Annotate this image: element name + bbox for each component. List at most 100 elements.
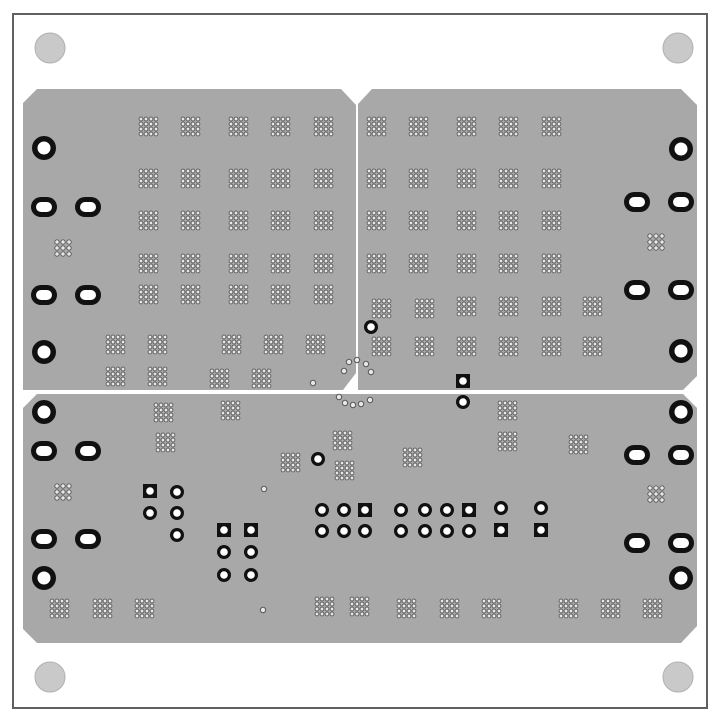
via-icon [230,405,236,411]
via-icon [261,373,267,379]
via-icon [243,131,249,137]
via-icon [270,289,276,295]
via-icon [318,173,324,179]
via-icon [546,336,552,342]
via-icon [513,268,519,274]
via-icon [556,301,562,307]
via-icon [66,489,72,495]
via-icon [371,173,377,179]
via-icon [168,417,174,423]
via-icon [413,173,419,179]
via-icon [429,298,435,304]
round-pad-icon [32,340,56,364]
via-icon [513,306,519,312]
via-icon [313,183,319,189]
via-icon [546,116,552,122]
via-icon [556,126,562,132]
via-icon [120,344,126,350]
via-icon [461,263,467,269]
via-icon [285,263,291,269]
via-icon [498,210,504,216]
via-icon [466,306,472,312]
via-icon [285,215,291,221]
via-icon [152,339,158,345]
via-icon [456,121,462,127]
via-icon [228,116,234,122]
via-icon [209,383,215,389]
via-icon [381,225,387,231]
via-icon [332,445,338,451]
via-icon [551,346,557,352]
via-icon [386,308,392,314]
round-pad-icon [358,524,372,538]
via-icon [381,121,387,127]
via-icon [329,606,335,612]
via-icon [345,358,353,366]
via-array [180,168,201,189]
via-array [138,284,159,305]
via-icon [66,495,72,501]
via-array [456,253,477,274]
via-icon [513,173,519,179]
via-icon [513,210,519,216]
via-icon [456,336,462,342]
via-icon [285,116,291,122]
via-icon [143,168,149,174]
via-icon [582,301,588,307]
via-icon [195,268,201,274]
via-icon [508,263,514,269]
via-icon [270,299,276,305]
via-icon [414,303,420,309]
via-icon [408,173,414,179]
via-icon [366,263,372,269]
via-icon [238,258,244,264]
via-icon [546,183,552,189]
via-icon [243,268,249,274]
via-icon [148,220,154,226]
via-icon [139,613,145,619]
via-icon [153,126,159,132]
via-array [49,598,70,619]
via-icon [508,268,514,274]
square-pad-icon [456,374,470,388]
via-icon [233,294,239,300]
via-icon [456,178,462,184]
via-icon [456,131,462,137]
via-icon [359,601,365,607]
via-icon [558,603,564,609]
via-icon [152,334,158,340]
via-icon [328,299,334,305]
via-icon [546,263,552,269]
via-icon [513,341,519,347]
via-icon [228,121,234,127]
via-icon [411,613,417,619]
via-icon [195,225,201,231]
via-icon [508,126,514,132]
via-icon [578,449,584,455]
via-icon [243,220,249,226]
via-icon [268,344,274,350]
via-icon [344,465,350,471]
via-icon [359,606,365,612]
via-icon [152,344,158,350]
via-icon [221,344,227,350]
via-icon [243,225,249,231]
via-icon [143,121,149,127]
via-icon [461,131,467,137]
via-icon [275,253,281,259]
via-icon [329,611,335,617]
via-icon [376,183,382,189]
via-array [642,598,663,619]
via-icon [541,173,547,179]
via-icon [280,268,286,274]
via-icon [120,349,126,355]
via-icon [153,121,159,127]
via-icon [502,400,508,406]
via-icon [408,225,414,231]
via-icon [285,452,291,458]
via-icon [251,373,257,379]
via-icon [381,346,387,352]
via-icon [110,344,116,350]
via-icon [251,378,257,384]
